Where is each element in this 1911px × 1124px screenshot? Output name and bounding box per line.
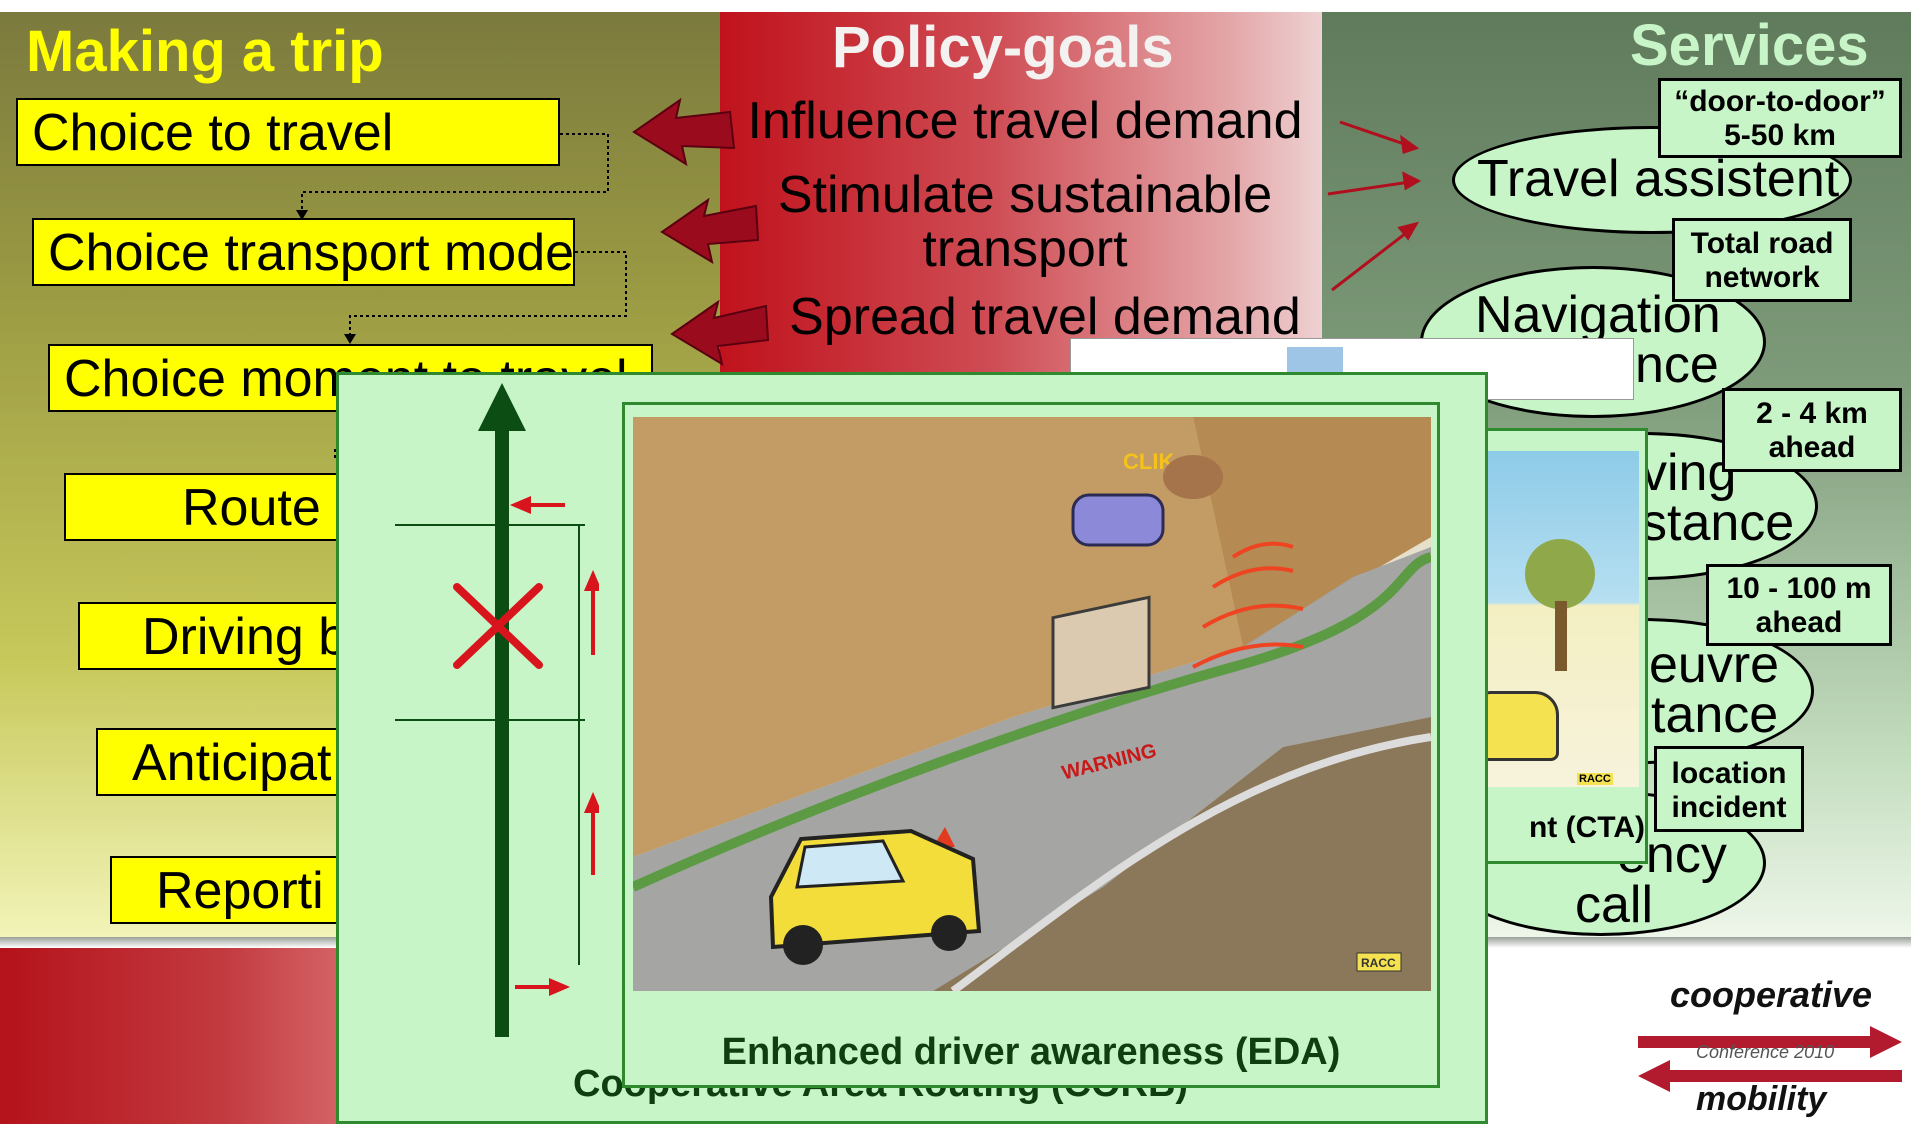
goal-stimulate-line1: Stimulate sustainable xyxy=(777,166,1273,224)
racc-logo: RACC xyxy=(1361,956,1396,970)
goal-stimulate-line2: transport xyxy=(922,220,1128,278)
tree-trunk xyxy=(1555,601,1567,671)
corb-diagram xyxy=(395,383,599,1037)
warning-signal-waves xyxy=(1192,541,1304,669)
eda-overlay-panel: WARNING CLIK RACC Enhanced driver awaren… xyxy=(622,402,1440,1088)
logo-arrows xyxy=(1638,1026,1902,1092)
step-anticipation: Anticipat xyxy=(96,728,366,796)
logo-conference-year: Conference 2010 xyxy=(1696,1042,1835,1062)
services-title: Services xyxy=(1630,13,1869,78)
yellow-car-icon xyxy=(768,828,982,965)
step-route: Route xyxy=(64,473,364,541)
making-a-trip-title: Making a trip xyxy=(26,19,384,84)
main-road-arrow xyxy=(495,427,509,1037)
racc-logo-box xyxy=(1356,952,1402,972)
warning-sign-icon xyxy=(1051,595,1151,710)
eda-caption: Enhanced driver awareness (EDA) xyxy=(721,1031,1341,1073)
step-reporting: Reporti xyxy=(110,856,370,924)
policy-goals-title: Policy-goals xyxy=(832,15,1174,80)
note-door-to-door: “door-to-door”5-50 km xyxy=(1658,78,1902,158)
logo-mobility: mobility xyxy=(1696,1080,1827,1118)
arrow-left-icon xyxy=(660,197,760,265)
tree-icon xyxy=(1525,539,1595,609)
step-driving: Driving b xyxy=(78,602,368,670)
footer-red-band xyxy=(0,948,370,1124)
guard-rail xyxy=(950,733,1431,991)
racc-logo: RACC xyxy=(1577,773,1613,785)
cooperative-mobility-logo: cooperative Conference 2010 mobility xyxy=(1634,974,1906,1122)
blue-car-icon xyxy=(1071,493,1165,547)
cta-caption: nt (CTA) xyxy=(1528,811,1645,844)
policy-arrows xyxy=(632,97,770,367)
eda-illustration: WARNING CLIK RACC xyxy=(633,417,1431,991)
step-choice-to-travel: Choice to travel xyxy=(16,98,560,166)
cliff xyxy=(633,717,1431,991)
close-icon xyxy=(453,583,543,669)
goal-influence-travel-demand: Influence travel demand xyxy=(747,92,1303,150)
logo-cooperative: cooperative xyxy=(1670,974,1873,1015)
arrow-left-icon xyxy=(632,97,736,167)
goal-pointer-arrows xyxy=(1327,120,1422,292)
arrow-up-icon xyxy=(478,383,526,431)
rock-icon xyxy=(1163,455,1223,499)
goal-spread-travel-demand: Spread travel demand xyxy=(789,288,1301,346)
step-choice-transport-mode: Choice transport mode xyxy=(32,218,575,286)
arrow-left-icon xyxy=(670,299,770,367)
